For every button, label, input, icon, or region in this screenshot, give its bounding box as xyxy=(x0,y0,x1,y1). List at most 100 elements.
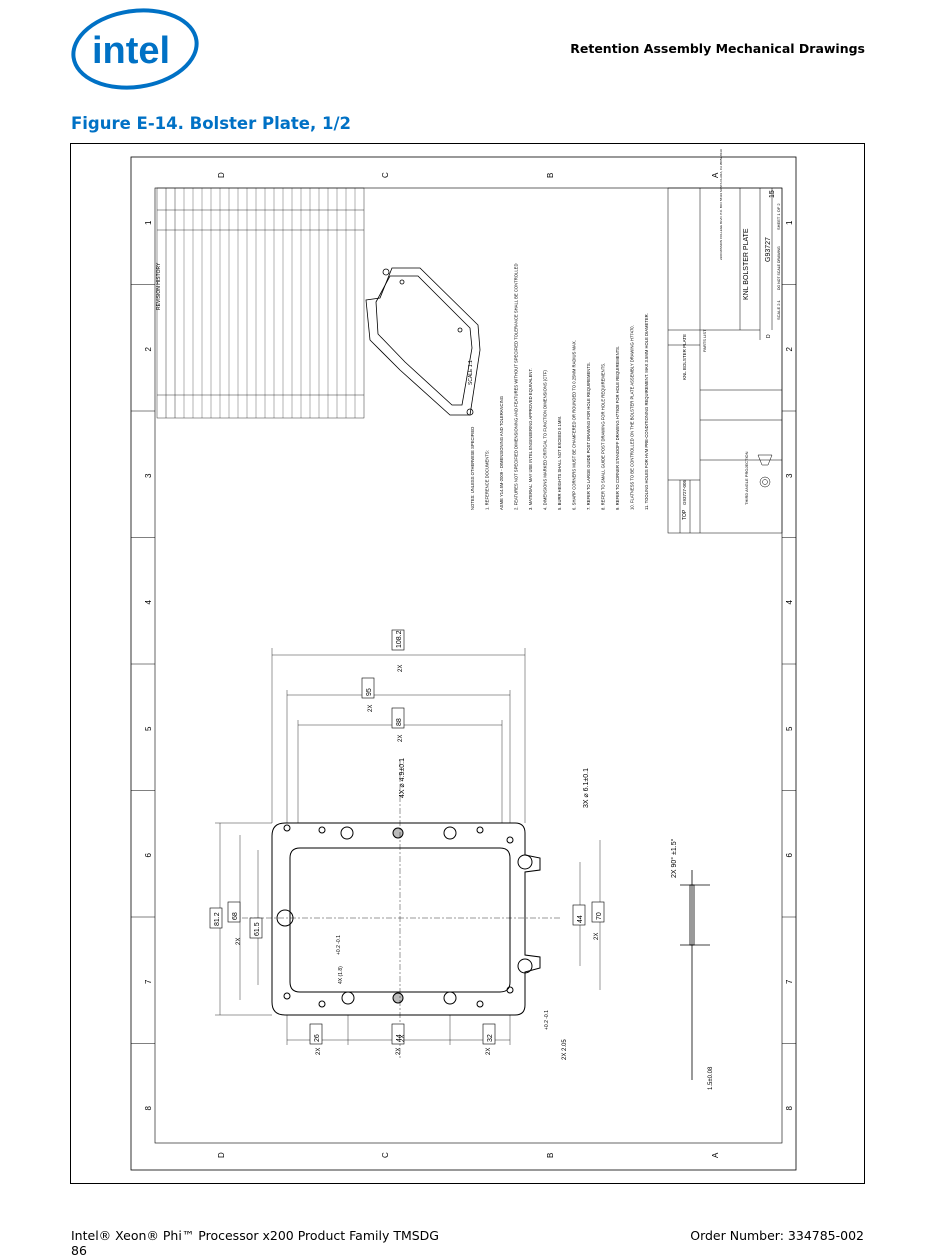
svg-text:intel: intel xyxy=(92,30,170,72)
zone-letter: C xyxy=(381,172,390,178)
zone-number: 2 xyxy=(785,347,794,352)
figure-title: Figure E-14. Bolster Plate, 1/2 xyxy=(71,114,351,133)
page-number: 86 xyxy=(71,1243,87,1258)
revision-value: 15 xyxy=(769,190,776,198)
zone-letter: B xyxy=(546,1153,555,1158)
zone-number: 7 xyxy=(144,979,153,984)
bolster-plate-main-view xyxy=(271,822,541,1016)
revision-history-table xyxy=(156,187,365,419)
scale-label: SCALE 1:1 xyxy=(468,360,474,385)
thickness-callout: 1.5±0.08 xyxy=(708,1066,714,1090)
dimension-box xyxy=(482,1023,496,1045)
zone-number: 8 xyxy=(785,1106,794,1111)
dimension-box xyxy=(391,707,405,729)
footer-product: Intel® Xeon® Phi™ Processor x200 Product… xyxy=(71,1228,439,1258)
dimension-value: 68 xyxy=(232,912,239,920)
isometric-view xyxy=(365,267,481,416)
zone-number: 2 xyxy=(144,347,153,352)
dimension-value: 108.2 xyxy=(396,630,403,648)
projection-symbol xyxy=(757,454,773,488)
dimension-box xyxy=(572,904,586,926)
dimension-prefix: 2X xyxy=(368,705,374,712)
angle-callout: 2X 90° ±1.5° xyxy=(670,838,678,878)
zone-number: 1 xyxy=(144,220,153,225)
drawing-number: G93727 xyxy=(765,237,772,262)
note-line: 9. REFER TO CORNER STANDOFF DRAWING H779… xyxy=(615,346,620,510)
dimension-prefix: 2X xyxy=(398,665,404,672)
zone-number: 8 xyxy=(144,1106,153,1111)
dimension-prefix: 2X xyxy=(236,938,242,945)
dimension-box xyxy=(591,901,605,923)
zone-number: 5 xyxy=(785,726,794,731)
dimension-value: 70 xyxy=(596,912,603,920)
zone-number: 5 xyxy=(144,726,153,731)
company-address: 2200 MISSION COLLEGE BLVD. P.O. BOX 5811… xyxy=(719,149,723,260)
parts-item: TOP xyxy=(682,509,688,520)
sheet-label: SHEET 1 OF 2 xyxy=(776,203,781,230)
sheet-size: D xyxy=(766,334,772,338)
zone-number: 3 xyxy=(785,473,794,478)
dimension-box xyxy=(309,1023,323,1045)
zone-number: 7 xyxy=(785,979,794,984)
parts-list-title: PARTS LIST xyxy=(702,329,707,352)
dimension-box xyxy=(361,677,375,699)
order-number: Order Number: 334785-002 xyxy=(690,1228,864,1243)
radius-callout: 4X (1.8) xyxy=(338,966,344,984)
hole-callout-3x: 3X ⌀ 6.1±0.1 xyxy=(583,768,590,808)
intel-logo: intel xyxy=(71,8,199,90)
zone-letter: A xyxy=(711,1152,720,1158)
dimension-prefix: 2X xyxy=(398,735,404,742)
zone-number: 6 xyxy=(144,853,153,858)
parts-description: KNL BOLSTER PLATE xyxy=(682,334,687,380)
scale-note: SCALE 2:1 xyxy=(776,299,781,320)
dimension-prefix: 2X xyxy=(486,1048,492,1055)
dimension-value: 32 xyxy=(487,1034,494,1042)
dimension-value: 44 xyxy=(396,1034,403,1042)
dimension-lines xyxy=(215,648,601,1045)
note-line: ASME Y14.5M-2009 - DIMENSIONING AND TOLE… xyxy=(499,396,504,510)
zone-number: 6 xyxy=(785,853,794,858)
dimension-prefix: 2X xyxy=(396,1048,402,1055)
note-line: 4. DIMENSIONS MARKED CRITICAL TO FUNCTIO… xyxy=(543,370,548,510)
zone-number: 4 xyxy=(785,600,794,605)
dimension-prefix: 2X xyxy=(594,933,600,940)
notes-block: NOTES: UNLESS OTHERWISE SPECIFIED 1. REFE… xyxy=(470,264,649,511)
note-line: 11. TOOLING HOLES FOR HVM PRE-CONDITIONI… xyxy=(644,313,649,510)
do-not-scale: DO NOT SCALE DRAWING xyxy=(777,246,781,290)
dimension-value: 81.2 xyxy=(214,912,221,926)
zone-letter: A xyxy=(711,172,720,178)
dimension-value: 88 xyxy=(396,718,403,726)
zone-number: 1 xyxy=(785,220,794,225)
tolerance-callout: +0.2 -0.1 xyxy=(336,935,342,955)
zone-letter: D xyxy=(217,172,226,178)
section-title: Retention Assembly Mechanical Drawings xyxy=(570,41,865,56)
dimension-prefix: 2X xyxy=(316,1048,322,1055)
dimension-prefix: 2X xyxy=(400,1035,406,1042)
projection-label: THIRD ANGLE PROJECTION xyxy=(744,451,749,505)
note-line: 8. REFER TO SMALL GUIDE POST DRAWING FOR… xyxy=(601,363,606,510)
revision-history-title: REVISION HISTORY xyxy=(156,262,162,310)
dimension-box xyxy=(391,629,405,651)
note-line: 5. BURR HEIGHTS SHALL NOT EXCEED 0.1MM. xyxy=(557,416,562,510)
dimension-value: 44 xyxy=(577,915,584,923)
dimension-box xyxy=(391,1023,405,1045)
dimension-value: 95 xyxy=(366,688,373,696)
side-view xyxy=(680,870,710,1080)
zone-number: 4 xyxy=(144,600,153,605)
dimension-box xyxy=(209,907,223,929)
zone-letter: D xyxy=(217,1152,226,1158)
part-title: KNL BOLSTER PLATE xyxy=(743,228,750,300)
note-line: 1. REFERENCE DOCUMENTS: xyxy=(485,450,490,510)
title-block xyxy=(667,187,783,534)
hole-callout-4x: 4X ⌀ 4.9±0.1 xyxy=(399,758,406,798)
zone-letter: B xyxy=(546,173,555,178)
dimension-box xyxy=(227,901,241,923)
tolerance-callout: +0.2 -0.1 xyxy=(544,1010,550,1030)
drawing-frame xyxy=(70,143,865,1184)
note-line: NOTES: UNLESS OTHERWISE SPECIFIED xyxy=(470,427,475,510)
note-line: 7. REFER TO LARGE GUIDE POST DRAWING FOR… xyxy=(586,362,591,510)
note-line: 10. FLATNESS TO BE CONTROLLED ON THE BOL… xyxy=(630,325,635,510)
dimension-value: 26 xyxy=(314,1034,321,1042)
note-line: 6. SHARP CORNERS MUST BE CHAMFERED OR RO… xyxy=(572,340,577,510)
